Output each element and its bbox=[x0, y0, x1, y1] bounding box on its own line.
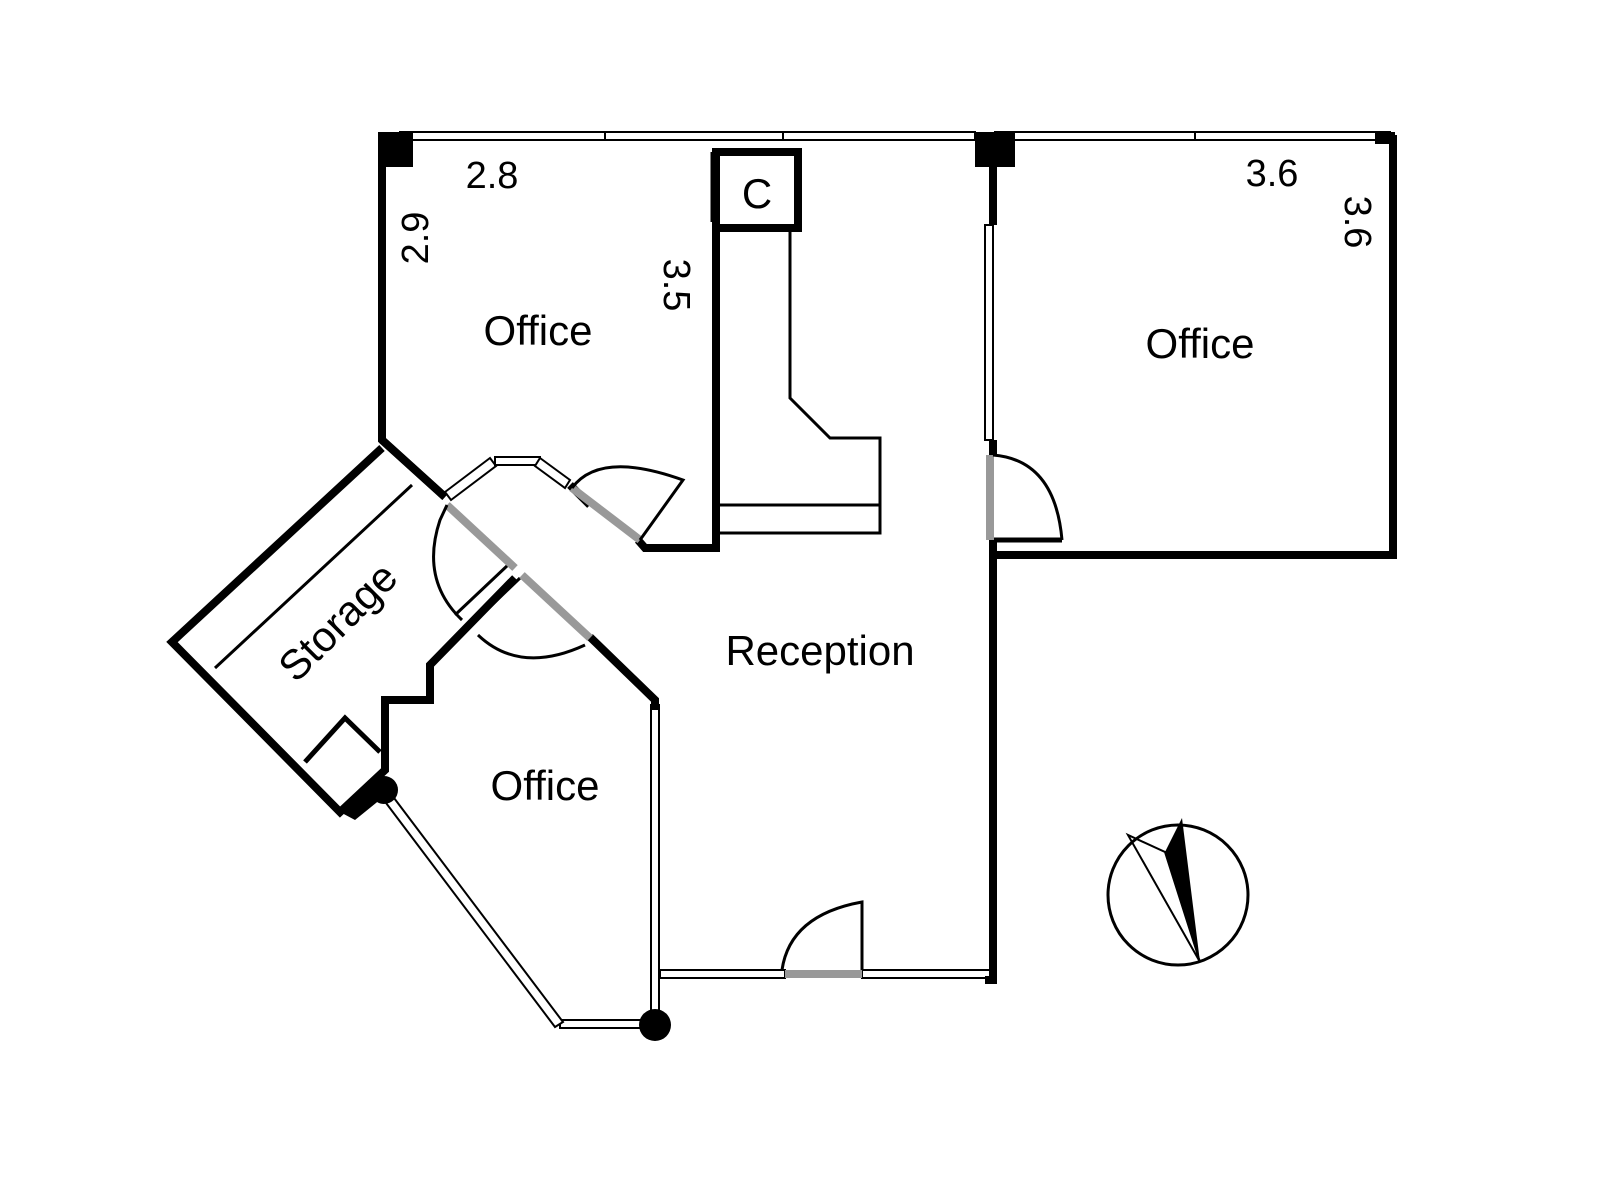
windows bbox=[378, 131, 1391, 1029]
dimension-width: 2.8 bbox=[466, 155, 519, 197]
room-label-storage: Storage bbox=[269, 553, 406, 690]
door-openings bbox=[444, 455, 994, 978]
walls bbox=[166, 132, 1397, 984]
reception-counter bbox=[720, 232, 882, 535]
dimension-depth: 3.6 bbox=[1336, 196, 1378, 249]
window-mullions bbox=[604, 132, 1196, 140]
cupboard bbox=[712, 148, 802, 232]
dimension-width: 3.6 bbox=[1246, 153, 1299, 195]
door-swings bbox=[432, 453, 1064, 971]
room-label-reception: Reception bbox=[725, 627, 914, 674]
room-label-office-right: Office bbox=[1146, 320, 1255, 367]
north-arrow-icon bbox=[1106, 818, 1250, 967]
column bbox=[639, 1009, 671, 1041]
room-label-office-bottom: Office bbox=[491, 762, 600, 809]
room-label-office-top-left: Office bbox=[484, 307, 593, 354]
dimension-depth: 2.9 bbox=[395, 212, 437, 265]
dimension-side: 3.5 bbox=[655, 259, 697, 312]
cupboard-label: C bbox=[742, 170, 772, 217]
